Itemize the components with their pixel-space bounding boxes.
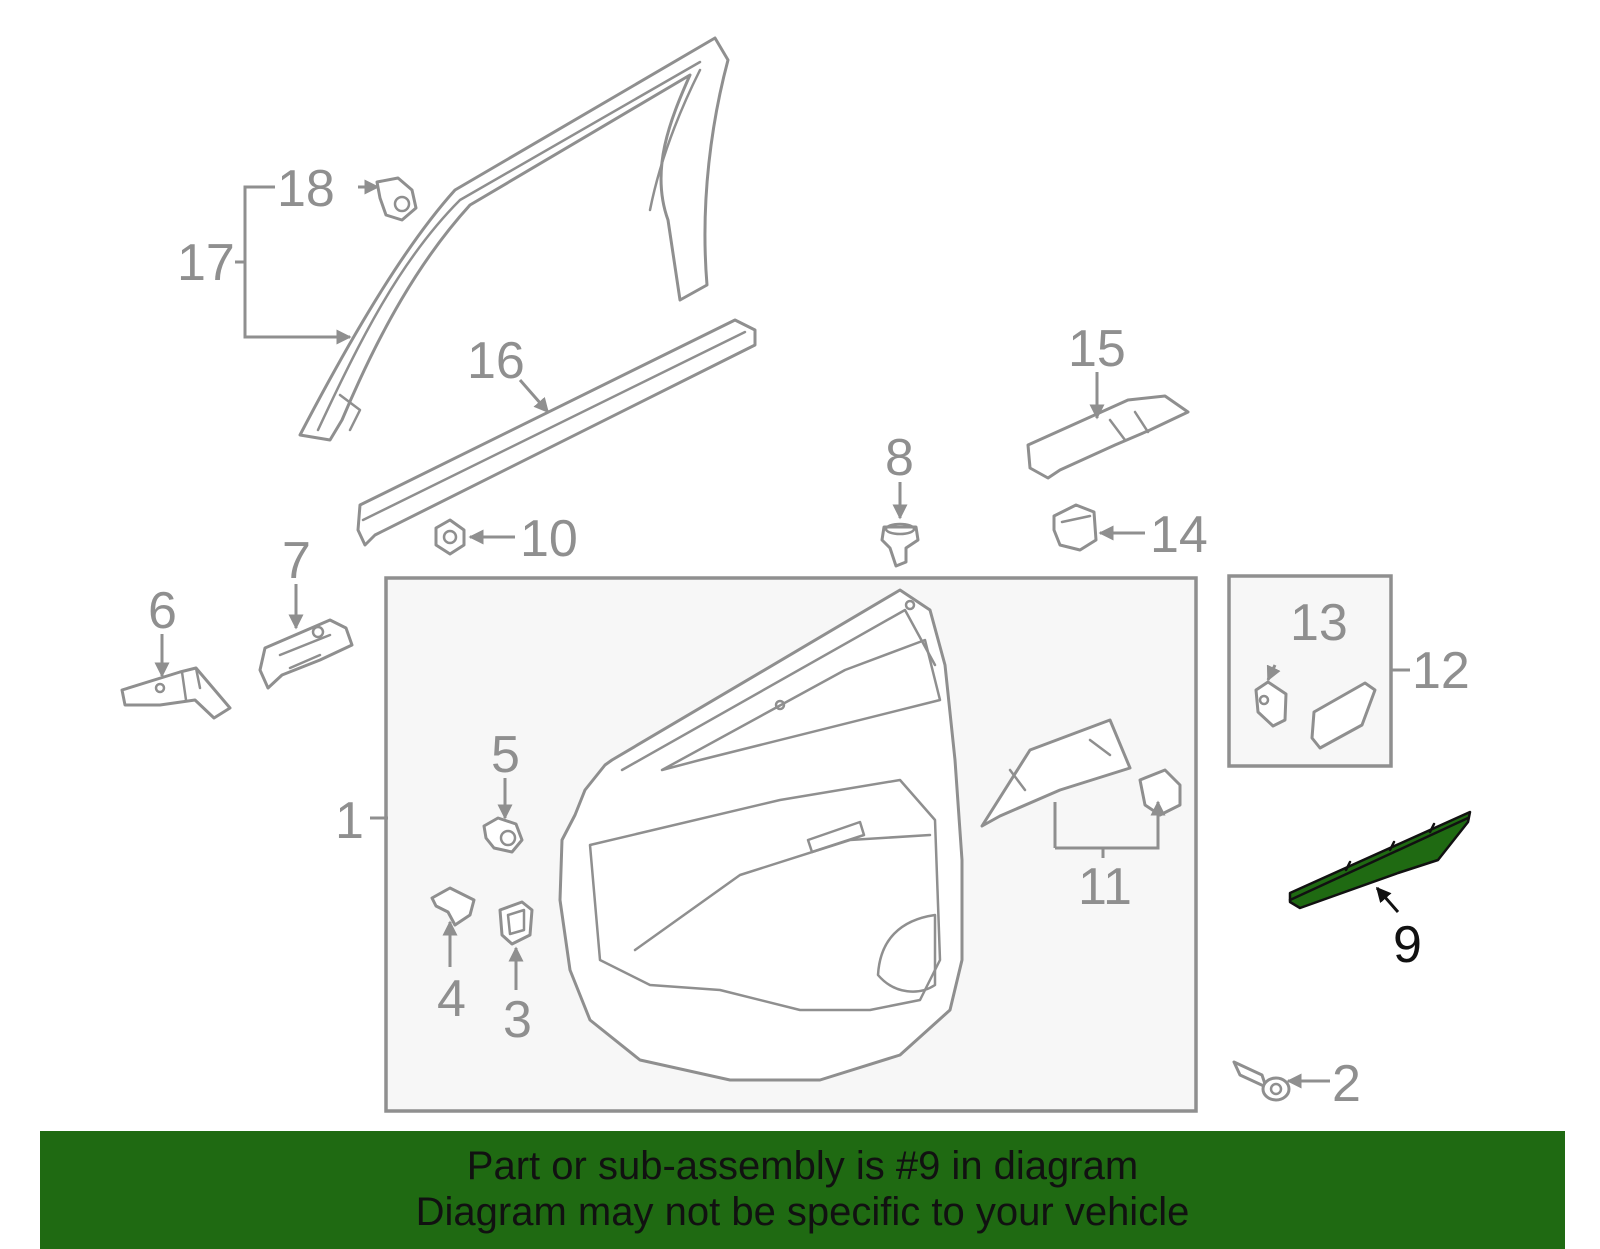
callout-13[interactable]: 13 <box>1290 594 1348 652</box>
part-3-nut[interactable] <box>498 900 534 946</box>
part-12-group-box <box>1227 574 1393 768</box>
part-18-clip[interactable] <box>375 176 418 222</box>
part-2-bolt[interactable] <box>1232 1060 1291 1102</box>
part-1-door-trim-panel[interactable] <box>558 588 964 1082</box>
part-9-shape[interactable] <box>1288 810 1472 910</box>
part-7-bracket[interactable] <box>258 618 354 690</box>
part-8-push-pin[interactable] <box>880 522 920 568</box>
callout-9[interactable]: 9 <box>1393 916 1422 974</box>
part-15-switch-bezel[interactable] <box>1026 394 1190 480</box>
part-14-bracket[interactable] <box>1052 503 1098 552</box>
callout-4[interactable]: 4 <box>437 970 466 1028</box>
callout-8[interactable]: 8 <box>885 429 914 487</box>
part-13-bracket[interactable] <box>1254 680 1288 728</box>
part-12-armrest-insert[interactable] <box>1310 681 1377 750</box>
callout-1[interactable]: 1 <box>335 792 364 850</box>
part-6-hinge[interactable] <box>120 666 232 720</box>
part-10-clip[interactable] <box>434 518 466 556</box>
info-banner: Part or sub-assembly is #9 in diagram Di… <box>40 1131 1565 1249</box>
part-9-trim-strip[interactable] <box>1288 810 1472 910</box>
callout-14[interactable]: 14 <box>1150 506 1208 564</box>
banner-line-1: Part or sub-assembly is #9 in diagram <box>466 1144 1139 1188</box>
callout-7[interactable]: 7 <box>282 532 311 590</box>
callouts: 17 18 16 10 8 15 14 7 6 13 12 1 5 4 3 11… <box>148 160 1470 1113</box>
callout-5[interactable]: 5 <box>491 726 520 784</box>
callout-18[interactable]: 18 <box>277 160 335 218</box>
part-16-belt-weatherstrip[interactable] <box>356 318 757 547</box>
callout-3[interactable]: 3 <box>503 991 532 1049</box>
callout-6[interactable]: 6 <box>148 582 177 640</box>
callout-15[interactable]: 15 <box>1068 320 1126 378</box>
callout-12[interactable]: 12 <box>1412 642 1470 700</box>
part-17-window-frame[interactable] <box>298 36 730 442</box>
callout-17[interactable]: 17 <box>177 234 235 292</box>
banner-line-2: Diagram may not be specific to your vehi… <box>415 1190 1190 1234</box>
part-11-pull-cup[interactable] <box>980 718 1132 828</box>
callout-16[interactable]: 16 <box>467 332 525 390</box>
leader-lines <box>154 179 1410 1089</box>
part-4-bracket[interactable] <box>430 886 476 927</box>
callout-2[interactable]: 2 <box>1332 1055 1361 1113</box>
callout-11[interactable]: 11 <box>1078 858 1132 916</box>
callout-10[interactable]: 10 <box>520 510 578 568</box>
